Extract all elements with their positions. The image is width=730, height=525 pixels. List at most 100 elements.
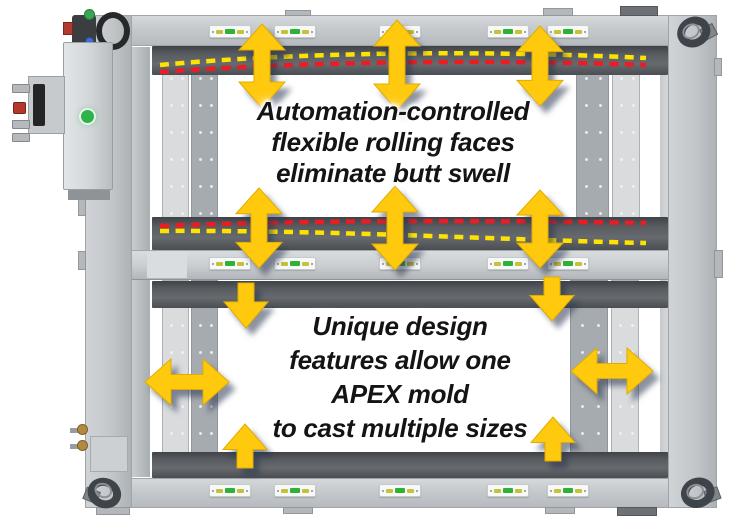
indicator-segment <box>554 29 561 34</box>
annotation-line: Unique design <box>312 311 488 341</box>
rivet-dot <box>198 158 202 161</box>
brass-fitting <box>77 440 88 451</box>
indicator-segment <box>550 262 552 265</box>
rivet-dot <box>619 212 623 215</box>
indicator-segment <box>554 261 561 266</box>
indicator-segment <box>563 488 573 493</box>
rivet-dot <box>180 77 184 80</box>
cabinet-foot <box>68 190 110 200</box>
rivet-dot <box>599 212 603 215</box>
rivet-dot <box>631 158 635 161</box>
indicator-segment <box>246 489 248 492</box>
indicator-segment <box>490 489 492 492</box>
indicator-segment <box>216 261 223 266</box>
indicator-segment <box>302 29 309 34</box>
middle-rail-endcap <box>147 252 187 278</box>
rivet-dot <box>618 324 622 327</box>
down-arrow-icon <box>222 282 270 329</box>
rivet-dot <box>169 131 173 134</box>
rivet-dot <box>585 77 589 80</box>
rivet-dot <box>209 77 213 80</box>
indicator-segment <box>503 29 513 34</box>
level-indicator-strip <box>547 257 589 270</box>
rivet-dot <box>585 158 589 161</box>
rivet-dot <box>596 378 600 381</box>
silver-connector <box>12 84 30 93</box>
rivet-dot <box>180 185 184 188</box>
red-button <box>13 102 26 114</box>
rivet-dot <box>209 131 213 134</box>
vertical-double-arrow-icon <box>515 189 565 269</box>
indicator-segment <box>290 29 300 34</box>
annotation-line: APEX mold <box>331 379 469 409</box>
eye-bolt-icon <box>680 477 722 508</box>
bottom-edge-tab <box>545 507 575 514</box>
indicator-segment <box>490 262 492 265</box>
rivet-dot <box>180 324 184 327</box>
rivet-dot <box>619 131 623 134</box>
green-led-icon <box>81 110 94 123</box>
rivet-dot <box>596 324 600 327</box>
rivet-dot <box>209 212 213 215</box>
indicator-segment <box>584 30 586 33</box>
indicator-segment <box>490 30 492 33</box>
annotation-line: features allow one <box>289 345 511 375</box>
indicator-segment <box>281 488 288 493</box>
up-arrow-icon <box>221 423 269 469</box>
rivet-dot <box>198 104 202 107</box>
rivet-dot <box>631 104 635 107</box>
indicator-segment <box>494 488 501 493</box>
right-edge-tab <box>714 250 723 278</box>
rivet-dot <box>585 131 589 134</box>
rivet-dot <box>169 104 173 107</box>
brass-fitting <box>77 424 88 435</box>
indicator-segment <box>212 489 214 492</box>
down-arrow-icon <box>528 276 576 322</box>
indicator-segment <box>407 29 414 34</box>
top-edge-block <box>620 6 658 16</box>
indicator-segment <box>237 488 244 493</box>
rivet-dot <box>209 324 213 327</box>
indicator-segment <box>515 29 522 34</box>
indicator-segment <box>290 488 300 493</box>
fitting-stem <box>70 428 79 433</box>
level-indicator-strip <box>274 257 316 270</box>
rivet-dot <box>630 405 634 408</box>
indicator-segment <box>515 488 522 493</box>
indicator-segment <box>212 262 214 265</box>
rivet-dot <box>198 131 202 134</box>
rivet-dot <box>180 351 184 354</box>
vertical-double-arrow-icon <box>234 187 284 269</box>
indicator-segment <box>550 30 552 33</box>
rivet-dot <box>209 351 213 354</box>
indicator-segment <box>246 262 248 265</box>
red-connector <box>63 22 73 35</box>
rivet-dot <box>209 405 213 408</box>
rivet-dot <box>180 158 184 161</box>
rivet-dot <box>580 432 584 435</box>
up-arrow-icon <box>529 416 577 462</box>
indicator-segment <box>503 261 513 266</box>
rivet-dot <box>580 405 584 408</box>
level-indicator-strip <box>547 484 589 497</box>
indicator-segment <box>290 261 300 266</box>
connector-slot <box>33 84 45 126</box>
rivet-dot <box>169 351 173 354</box>
rivet-dot <box>209 104 213 107</box>
vertical-double-arrow-icon <box>237 23 287 109</box>
horizontal-double-arrow-icon <box>570 346 654 396</box>
rivet-dot <box>618 405 622 408</box>
rivet-dot <box>619 158 623 161</box>
green-cap <box>84 9 95 20</box>
level-indicator-strip <box>487 484 529 497</box>
rivet-dot <box>180 131 184 134</box>
indicator-segment <box>416 30 418 33</box>
indicator-segment <box>277 262 279 265</box>
indicator-segment <box>515 261 522 266</box>
rivet-dot <box>198 324 202 327</box>
vertical-double-arrow-icon <box>372 19 422 111</box>
top-annotation: Automation-controlled flexible rolling f… <box>206 96 580 189</box>
indicator-segment <box>382 262 384 265</box>
